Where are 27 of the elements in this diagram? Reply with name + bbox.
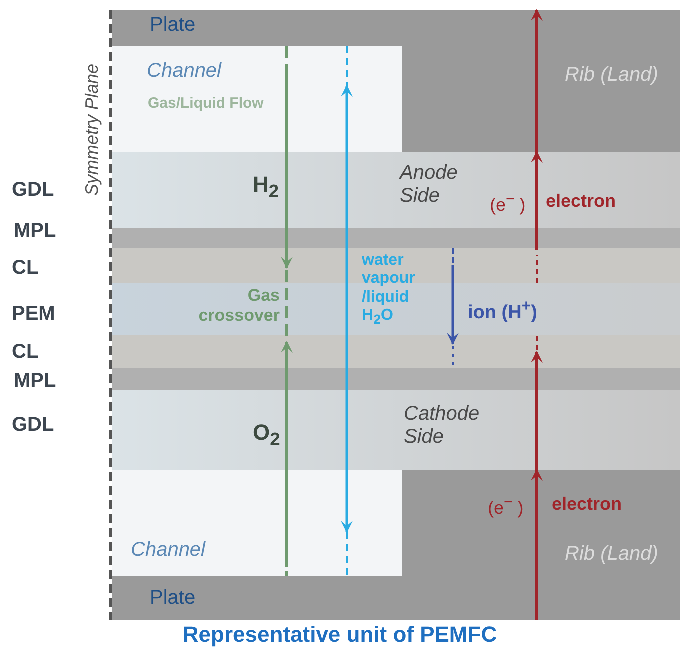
layer-label: CL (12, 341, 39, 364)
species-label: H$_{2}$ (253, 172, 280, 202)
flow-label: electron (546, 191, 616, 212)
layer-label: GDL (12, 414, 54, 437)
region-label: Channel (131, 539, 206, 562)
region-label: Channel (147, 60, 222, 83)
species-label: (e$^{−}$ ) (490, 191, 526, 216)
region-label: Anode Side (400, 162, 459, 208)
layer-label: PEM (12, 303, 56, 326)
flow-label: ion (H$^{+}$) (468, 298, 538, 324)
layer-label: MPL (14, 220, 56, 243)
flow-label: Gas/Liquid Flow (148, 95, 264, 112)
layer-label: Plate (150, 14, 196, 37)
region-label: Cathode Side (404, 403, 481, 449)
caption: Representative unit of PEMFC (182, 622, 498, 648)
flow-label: Gas crossover (198, 286, 280, 326)
axis-label: Symmetry Plane (82, 64, 103, 196)
flow-label: water vapour /liquid H$_{2}$O (362, 252, 416, 328)
species-label: O$_{2}$ (253, 420, 280, 450)
layer-label: GDL (12, 179, 54, 202)
layer-label: MPL (14, 370, 56, 393)
region-label: Rib (Land) (565, 64, 658, 87)
flow-label: electron (552, 494, 622, 515)
species-label: (e$^{−}$ ) (488, 494, 524, 519)
region-label: Rib (Land) (565, 543, 658, 566)
layer-label: CL (12, 257, 39, 280)
layer-label: Plate (150, 587, 196, 610)
